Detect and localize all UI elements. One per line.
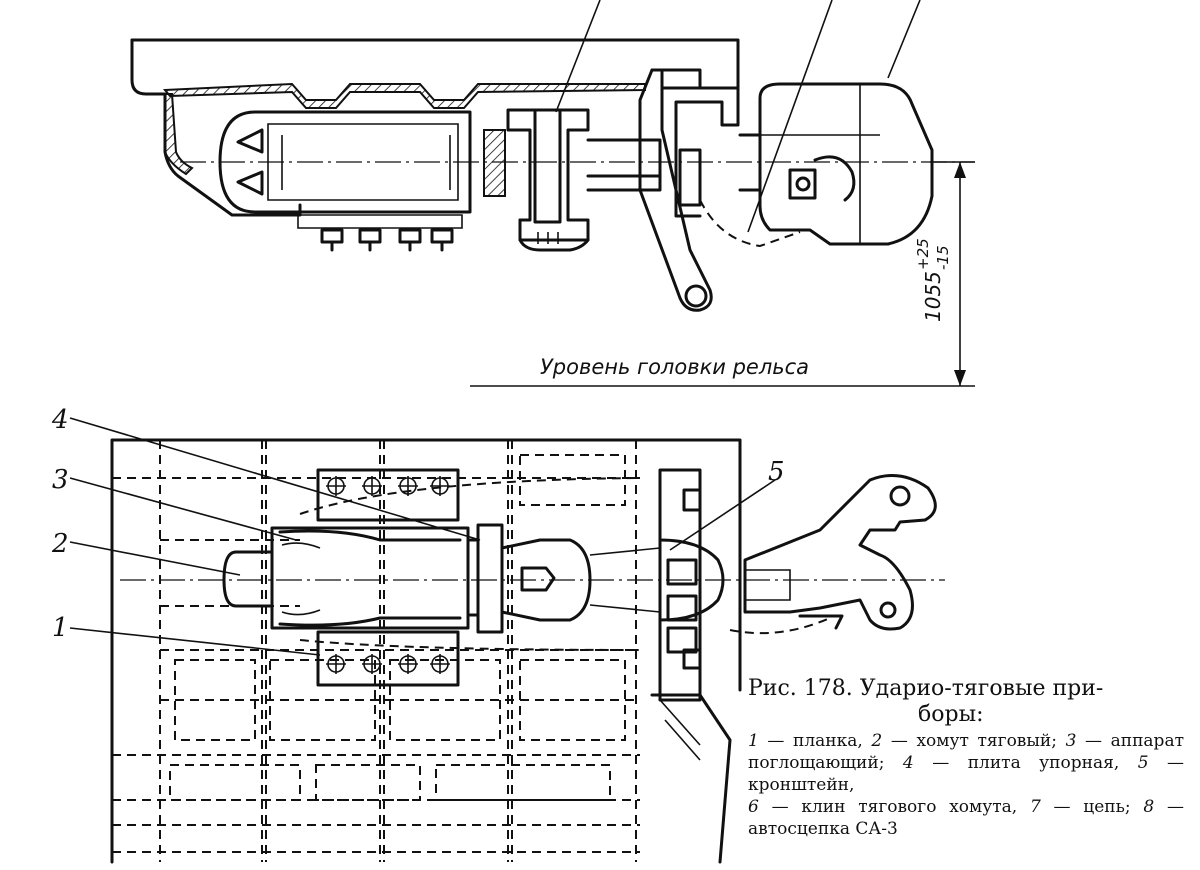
legend-text-4: — плита упорная,: [913, 753, 1138, 773]
striker-bracket: [638, 68, 713, 312]
draft-yoke-plan: [222, 550, 274, 608]
legend-text-2: — хомут тяговый;: [882, 731, 1057, 751]
bracket-plan: [658, 468, 702, 702]
legend-num-1: 1: [748, 731, 759, 751]
car-frame-plan: [110, 438, 742, 864]
legend-text-6: — клин тягового хомута,: [758, 797, 1030, 817]
yoke-hatched-block: [483, 129, 506, 197]
callout-2: 2: [51, 529, 69, 559]
coupler-head: [758, 82, 934, 246]
legend-num-5: 5: [1137, 753, 1149, 773]
callout-4: 4: [51, 405, 69, 435]
callout-1: 1: [52, 613, 69, 643]
mounting-bolts: [297, 214, 463, 252]
dimension-main-value: 1055: [921, 271, 945, 322]
coupler-lock: [788, 168, 817, 200]
caption-legend: 1 — планка, 2 — хомут тяговый; 3 — аппар…: [748, 730, 1184, 840]
legend-num-6: 6: [748, 797, 759, 817]
thrust-plate: [476, 523, 504, 634]
callout-5: 5: [768, 457, 785, 487]
legend-num-8: 8: [1143, 797, 1155, 817]
frame-hatched-plate: [162, 82, 646, 109]
chain-side: [699, 199, 801, 248]
plan-view: 4 3 2 1 5: [51, 405, 945, 864]
callout-3: 3: [52, 465, 69, 495]
legend-text-7: — цепь;: [1040, 797, 1144, 817]
coupler-shank: [586, 138, 662, 192]
top-planka: [316, 468, 460, 522]
side-view: 1055 +25 -15 Уровень головки рельса: [130, 0, 975, 387]
rail-level-label: Уровень головки рельса: [540, 355, 809, 379]
height-dimension: 1055 +25 -15: [470, 161, 975, 387]
legend-text-8: — автосцепка СА-3: [748, 797, 1184, 839]
coupler-head-plan: [743, 474, 937, 631]
legend-text-3: — аппарат поглощающий;: [748, 731, 1184, 773]
caption-title-continued: боры:: [918, 702, 984, 727]
figure-caption: Рис. 178. Ударио-тяговые при- боры: 1 — …: [748, 676, 1184, 840]
legend-num-4: 4: [902, 753, 914, 773]
planka-bolts: [326, 476, 450, 674]
draft-gear-housing: [218, 110, 472, 214]
chain-plan: [729, 617, 831, 635]
frame-hatched-wall: [164, 93, 194, 176]
caption-title: Рис. 178. Ударио-тяговые при-: [748, 676, 1104, 701]
legend-num-3: 3: [1065, 731, 1077, 751]
legend-num-7: 7: [1029, 797, 1041, 817]
dimension-lower-tolerance: -15: [934, 246, 952, 271]
legend-text-5: — кронштейн,: [748, 753, 1185, 795]
legend-num-2: 2: [871, 731, 883, 751]
dimension-upper-tolerance: +25: [914, 238, 932, 270]
legend-text-1: — планка,: [758, 731, 872, 751]
car-frame-outline: [130, 38, 302, 217]
bottom-planka: [316, 630, 460, 687]
